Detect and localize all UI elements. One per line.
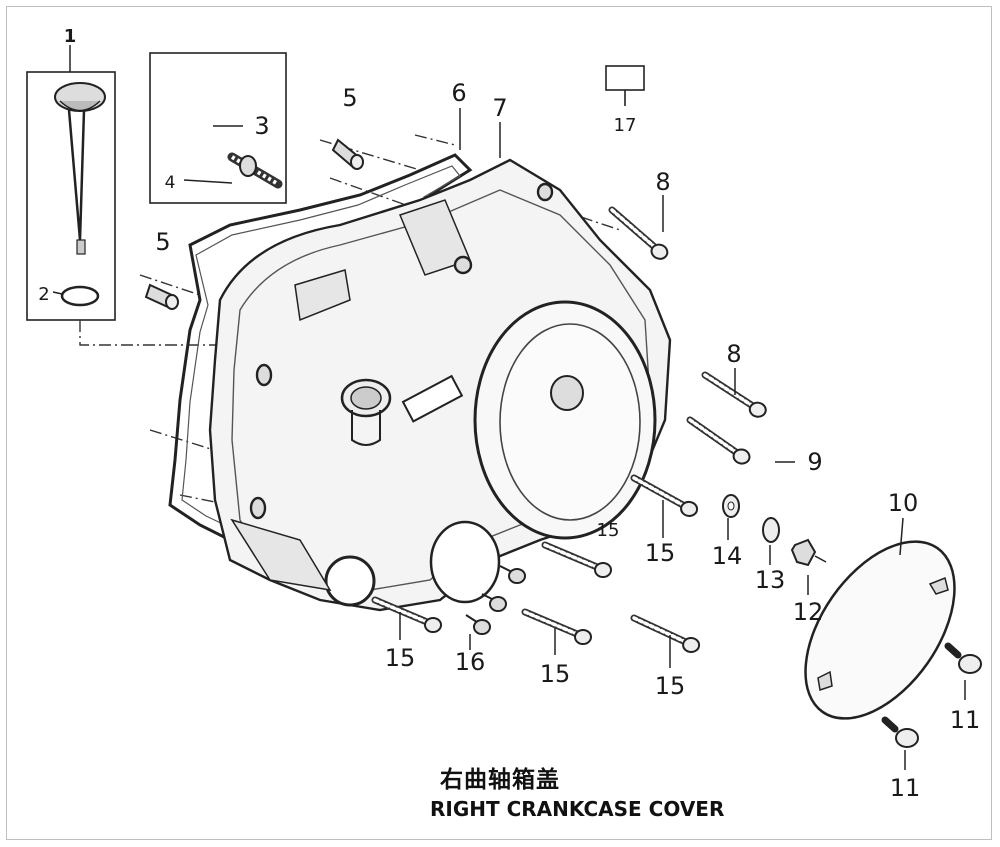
stud-bolt bbox=[227, 152, 283, 189]
dowel-pin bbox=[331, 138, 364, 170]
callout-2: 2 bbox=[38, 284, 49, 305]
nut bbox=[790, 538, 817, 567]
screw bbox=[885, 720, 918, 747]
washer bbox=[762, 517, 780, 543]
part-17-box bbox=[605, 65, 645, 91]
callout-12: 12 bbox=[793, 598, 824, 626]
title-chinese: 右曲轴箱盖 bbox=[440, 767, 560, 793]
callout-17: 17 bbox=[614, 115, 637, 136]
detail-box bbox=[149, 52, 287, 204]
screw bbox=[948, 646, 981, 673]
bolt bbox=[631, 478, 700, 517]
callout-8b: 8 bbox=[726, 340, 741, 368]
callout-11b: 11 bbox=[890, 774, 921, 802]
callout-8a: 8 bbox=[655, 168, 670, 196]
title-english: RIGHT CRANKCASE COVER bbox=[430, 797, 725, 821]
callout-3: 3 bbox=[254, 112, 269, 140]
callout-15e: 15 bbox=[655, 672, 686, 700]
callout-leaders bbox=[69, 45, 966, 770]
dowel-pin bbox=[144, 283, 179, 310]
callout-11a: 11 bbox=[950, 706, 981, 734]
diagram-frame bbox=[6, 6, 992, 840]
callout-15c: 15 bbox=[385, 644, 416, 672]
cover-plate bbox=[804, 540, 956, 720]
callout-10: 10 bbox=[888, 489, 919, 517]
crankcase-cover bbox=[208, 158, 672, 612]
callout-6: 6 bbox=[451, 79, 466, 107]
callout-13: 13 bbox=[755, 566, 786, 594]
callout-7: 7 bbox=[492, 94, 507, 122]
callout-9: 9 bbox=[807, 448, 822, 476]
bolt bbox=[545, 545, 611, 577]
o-ring bbox=[60, 285, 100, 307]
bolt bbox=[683, 420, 754, 465]
callout-5b: 5 bbox=[155, 228, 170, 256]
bolt bbox=[525, 612, 591, 644]
callout-15a: 15 bbox=[597, 520, 620, 541]
callout-1: 1 bbox=[64, 26, 77, 47]
short-bolt bbox=[465, 565, 526, 635]
callout-5a: 5 bbox=[342, 84, 357, 112]
callout-4: 4 bbox=[165, 173, 176, 193]
callout-15d: 15 bbox=[540, 660, 571, 688]
callout-15b: 15 bbox=[645, 539, 676, 567]
oil-dipstick bbox=[54, 82, 106, 255]
callout-14: 14 bbox=[712, 542, 743, 570]
dipstick-box bbox=[26, 71, 116, 321]
bolt bbox=[633, 618, 700, 652]
callout-16: 16 bbox=[455, 648, 486, 676]
